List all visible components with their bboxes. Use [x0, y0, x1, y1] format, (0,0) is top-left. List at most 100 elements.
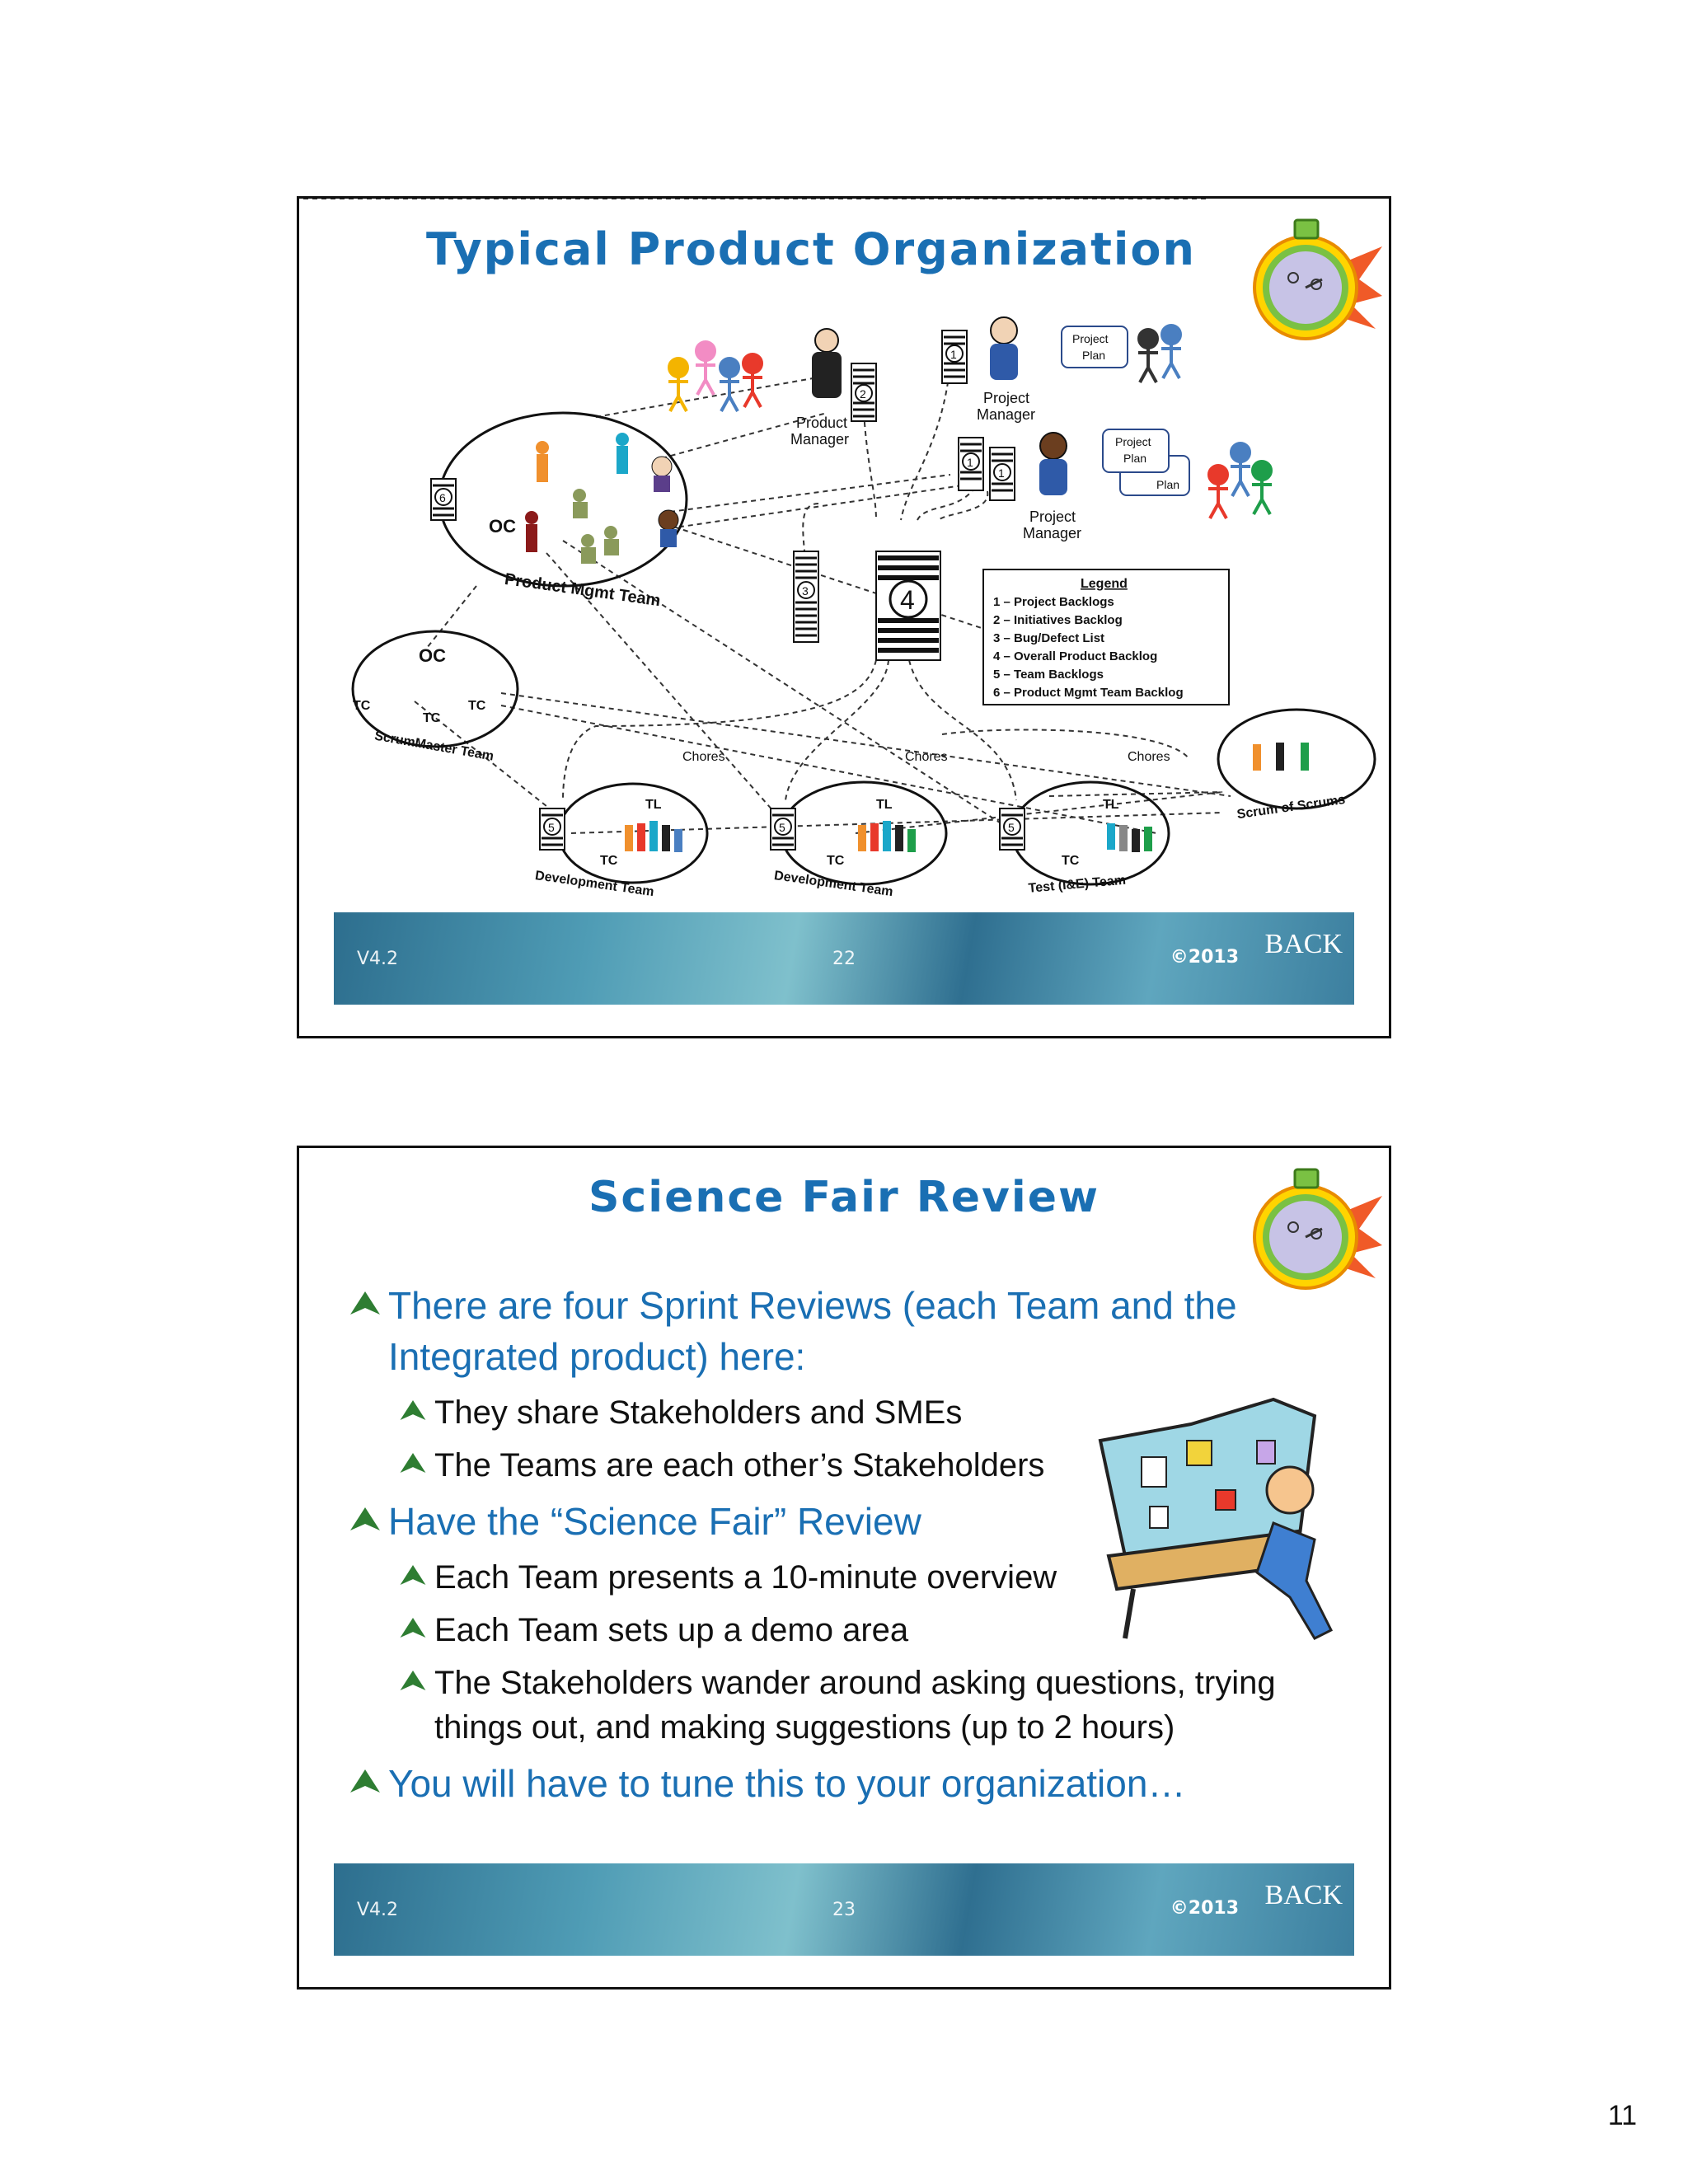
backlog-stack-1: 1 [941, 330, 968, 384]
project-manager-figure-2 [1039, 432, 1067, 495]
science-fair-kid-illustration [1098, 1397, 1334, 1640]
backlog-stack-5c: 5 [999, 808, 1025, 851]
slide-number: 22 [832, 949, 856, 969]
svg-text:1: 1 [967, 456, 973, 469]
svg-text:6: 6 [439, 491, 446, 504]
bullet-arrow-icon [350, 1507, 380, 1530]
backlog-stack-2: 2 [851, 363, 877, 422]
svg-text:5: 5 [1008, 821, 1015, 834]
bullet-level2: Each Team presents a 10-minute overview [400, 1555, 1364, 1600]
product-manager-label: Manager [790, 431, 849, 448]
project-manager-label: Manager [977, 406, 1035, 423]
svg-text:Plan: Plan [1156, 478, 1179, 491]
product-manager-label: Product [796, 415, 847, 431]
slide-science-fair-review: Science Fair Review There are four Sprin… [297, 1146, 1391, 1990]
bullet-level1: There are four Sprint Reviews (each Team… [350, 1280, 1364, 1382]
chores-label: Chores [905, 750, 948, 764]
tc-label: TC [468, 699, 486, 713]
svg-text:Plan: Plan [1123, 452, 1146, 465]
page-number: 11 [1607, 2100, 1637, 2131]
tl-label: TL [876, 798, 893, 812]
project-plan-box-2: Project Plan [1102, 429, 1170, 473]
legend-box: Legend 1 – Project Backlogs 2 – Initiati… [982, 569, 1230, 705]
bullet-level2: They share Stakeholders and SMEs [400, 1390, 1364, 1435]
backlog-stack-1c: 1 [989, 447, 1015, 501]
svg-text:5: 5 [779, 821, 785, 834]
version-label: V4.2 [357, 949, 399, 969]
bullet-arrow-icon [400, 1671, 426, 1690]
project-manager-label: Project [1029, 509, 1076, 525]
project-manager-figure-1 [990, 316, 1018, 380]
product-mgmt-team-members [525, 433, 679, 564]
scrum-of-scrums-ellipse [1217, 708, 1376, 810]
bullet-level1: You will have to tune this to your organ… [350, 1758, 1364, 1809]
tc-label: TC [827, 854, 845, 868]
svg-text:2: 2 [860, 387, 866, 401]
tc-label: TC [600, 854, 618, 868]
svg-text:3: 3 [802, 584, 809, 598]
copyright-label: ©2013 [1170, 1898, 1239, 1919]
backlog-stack-6: 6 [430, 478, 457, 521]
bullet-level2: The Stakeholders wander around asking qu… [400, 1661, 1364, 1750]
tc-label: TC [1062, 854, 1080, 868]
product-organization-diagram: OC Product Mgmt Team OC TC TC TC ScrumMa… [299, 199, 1376, 899]
bullet-arrow-icon [350, 1769, 380, 1793]
svg-text:5: 5 [548, 821, 555, 834]
product-mgmt-team-ellipse [438, 411, 688, 588]
bullet-arrow-icon [400, 1618, 426, 1638]
tc-label: TC [423, 711, 441, 725]
development-team-label: Development Team [534, 869, 654, 899]
project-plan-box-1: Project Plan [1061, 326, 1128, 368]
oc-label-2: OC [419, 645, 446, 666]
product-mgmt-team-label: Product Mgmt Team [504, 570, 662, 610]
stopwatch-icon [1253, 218, 1382, 340]
legend-item: 1 – Project Backlogs [993, 595, 1114, 609]
slide-title: Typical Product Organization [426, 223, 1196, 275]
connector-lines [299, 199, 1231, 834]
svg-text:1: 1 [998, 466, 1005, 480]
bullet-level2: Each Team sets up a demo area [400, 1608, 1364, 1652]
chores-label: Chores [1128, 750, 1170, 764]
stakeholder-figures [668, 324, 1273, 519]
svg-text:1: 1 [950, 348, 957, 361]
bullet-level2: The Teams are each other’s Stakeholders [400, 1443, 1364, 1488]
oc-label: OC [489, 516, 516, 537]
bullet-level1: Have the “Science Fair” Review [350, 1496, 1364, 1547]
scrummaster-team-label: ScrumMaster Team [373, 729, 495, 764]
development-team-label: Development Team [773, 869, 893, 899]
svg-text:Plan: Plan [1082, 349, 1105, 362]
bullet-arrow-icon [400, 1453, 426, 1473]
project-manager-label: Project [983, 390, 1029, 406]
svg-text:Project: Project [1072, 332, 1109, 345]
slide-footer: V4.2 22 ©2013 BACK [334, 912, 1354, 1005]
svg-text:4: 4 [900, 585, 915, 615]
scrummaster-team-ellipse [351, 630, 519, 748]
3back-logo: BACK [1264, 929, 1343, 959]
backlog-stack-4: 4 [875, 551, 941, 661]
tl-label: TL [1103, 798, 1119, 812]
project-manager-label: Manager [1023, 525, 1081, 541]
chores-label: Chores [682, 750, 725, 764]
scrum-of-scrums-label: Scrum of Scrums [1236, 793, 1347, 822]
tl-label: TL [645, 798, 662, 812]
slide-footer: V4.2 23 ©2013 BACK [334, 1863, 1354, 1956]
legend-title: Legend [1081, 577, 1128, 591]
bullet-list: There are four Sprint Reviews (each Team… [350, 1280, 1364, 1812]
version-label: V4.2 [357, 1900, 399, 1920]
stopwatch-icon [1253, 1168, 1382, 1290]
legend-item: 4 – Overall Product Backlog [993, 649, 1157, 663]
slide-typical-product-organization: Typical Product Organization [297, 196, 1391, 1038]
backlog-stack-5b: 5 [770, 808, 796, 851]
legend-item: 3 – Bug/Defect List [993, 631, 1104, 645]
legend-item: 5 – Team Backlogs [993, 668, 1104, 682]
product-manager-figure [812, 328, 842, 398]
backlog-stack-3: 3 [793, 551, 819, 643]
slide-title: Science Fair Review [588, 1173, 1100, 1222]
bullet-arrow-icon [400, 1565, 426, 1585]
3back-logo: BACK [1264, 1880, 1343, 1910]
tc-label: TC [353, 699, 371, 713]
backlog-stack-5a: 5 [539, 808, 565, 851]
team-members [625, 743, 1309, 852]
svg-text:Project: Project [1115, 435, 1151, 448]
backlog-stack-1b: 1 [958, 437, 984, 491]
